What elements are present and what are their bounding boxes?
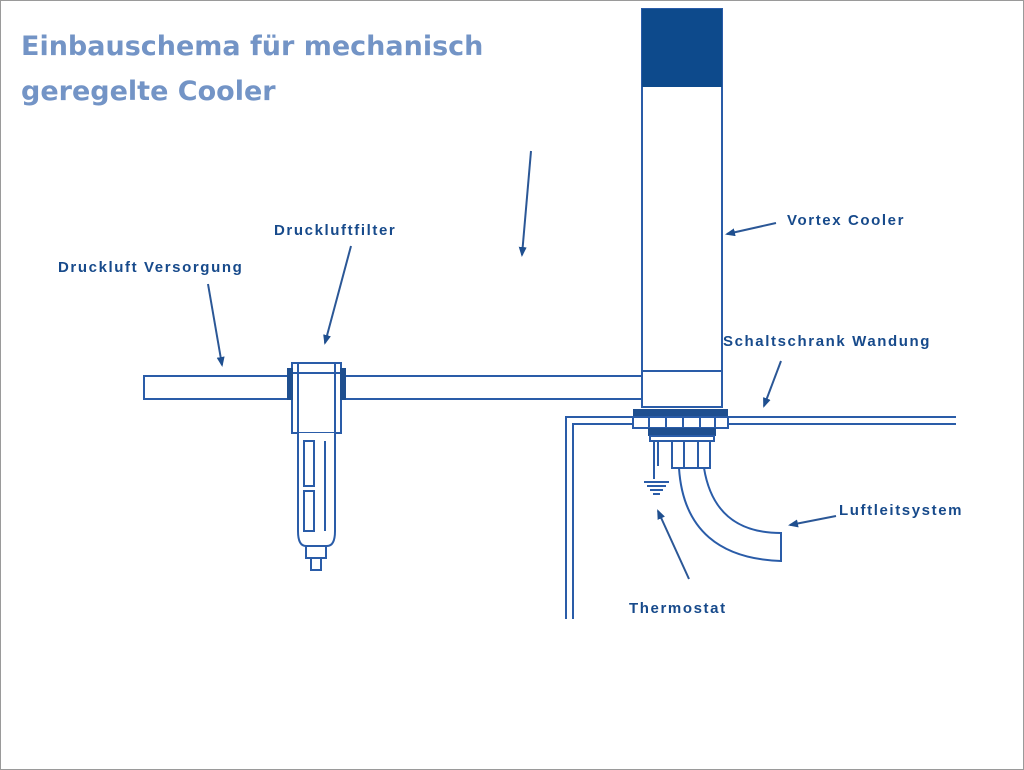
label-air-supply: Druckluft Versorgung [58,259,243,276]
label-air-filter: Druckluftfilter [274,222,396,239]
arrow-duct [788,515,837,528]
arrow-wall [763,360,782,408]
cabinet-wall [565,416,956,619]
label-thermostat: Thermostat [629,600,727,617]
diagram-title-line1: Einbauschema für mechanisch [21,31,483,62]
thermostat-sensor [644,441,669,495]
label-cabinet-wall: Schaltschrank Wandung [723,333,931,350]
label-vortex-cooler: Vortex Cooler [787,212,905,229]
label-air-duct: Luftleitsystem [839,502,963,519]
air-supply-pipe [143,375,645,400]
cooler-mounting-flange [632,409,729,469]
arrow-pipe [518,150,532,257]
compressed-air-filter [287,362,346,571]
arrow-filter [323,245,352,345]
diagram-title-line2: geregelte Cooler [21,76,276,107]
arrow-supply [207,283,225,367]
arrow-thermostat [657,509,690,580]
air-duct-hose [678,467,782,563]
arrow-cooler [725,222,777,237]
vortex-cooler [641,8,723,408]
